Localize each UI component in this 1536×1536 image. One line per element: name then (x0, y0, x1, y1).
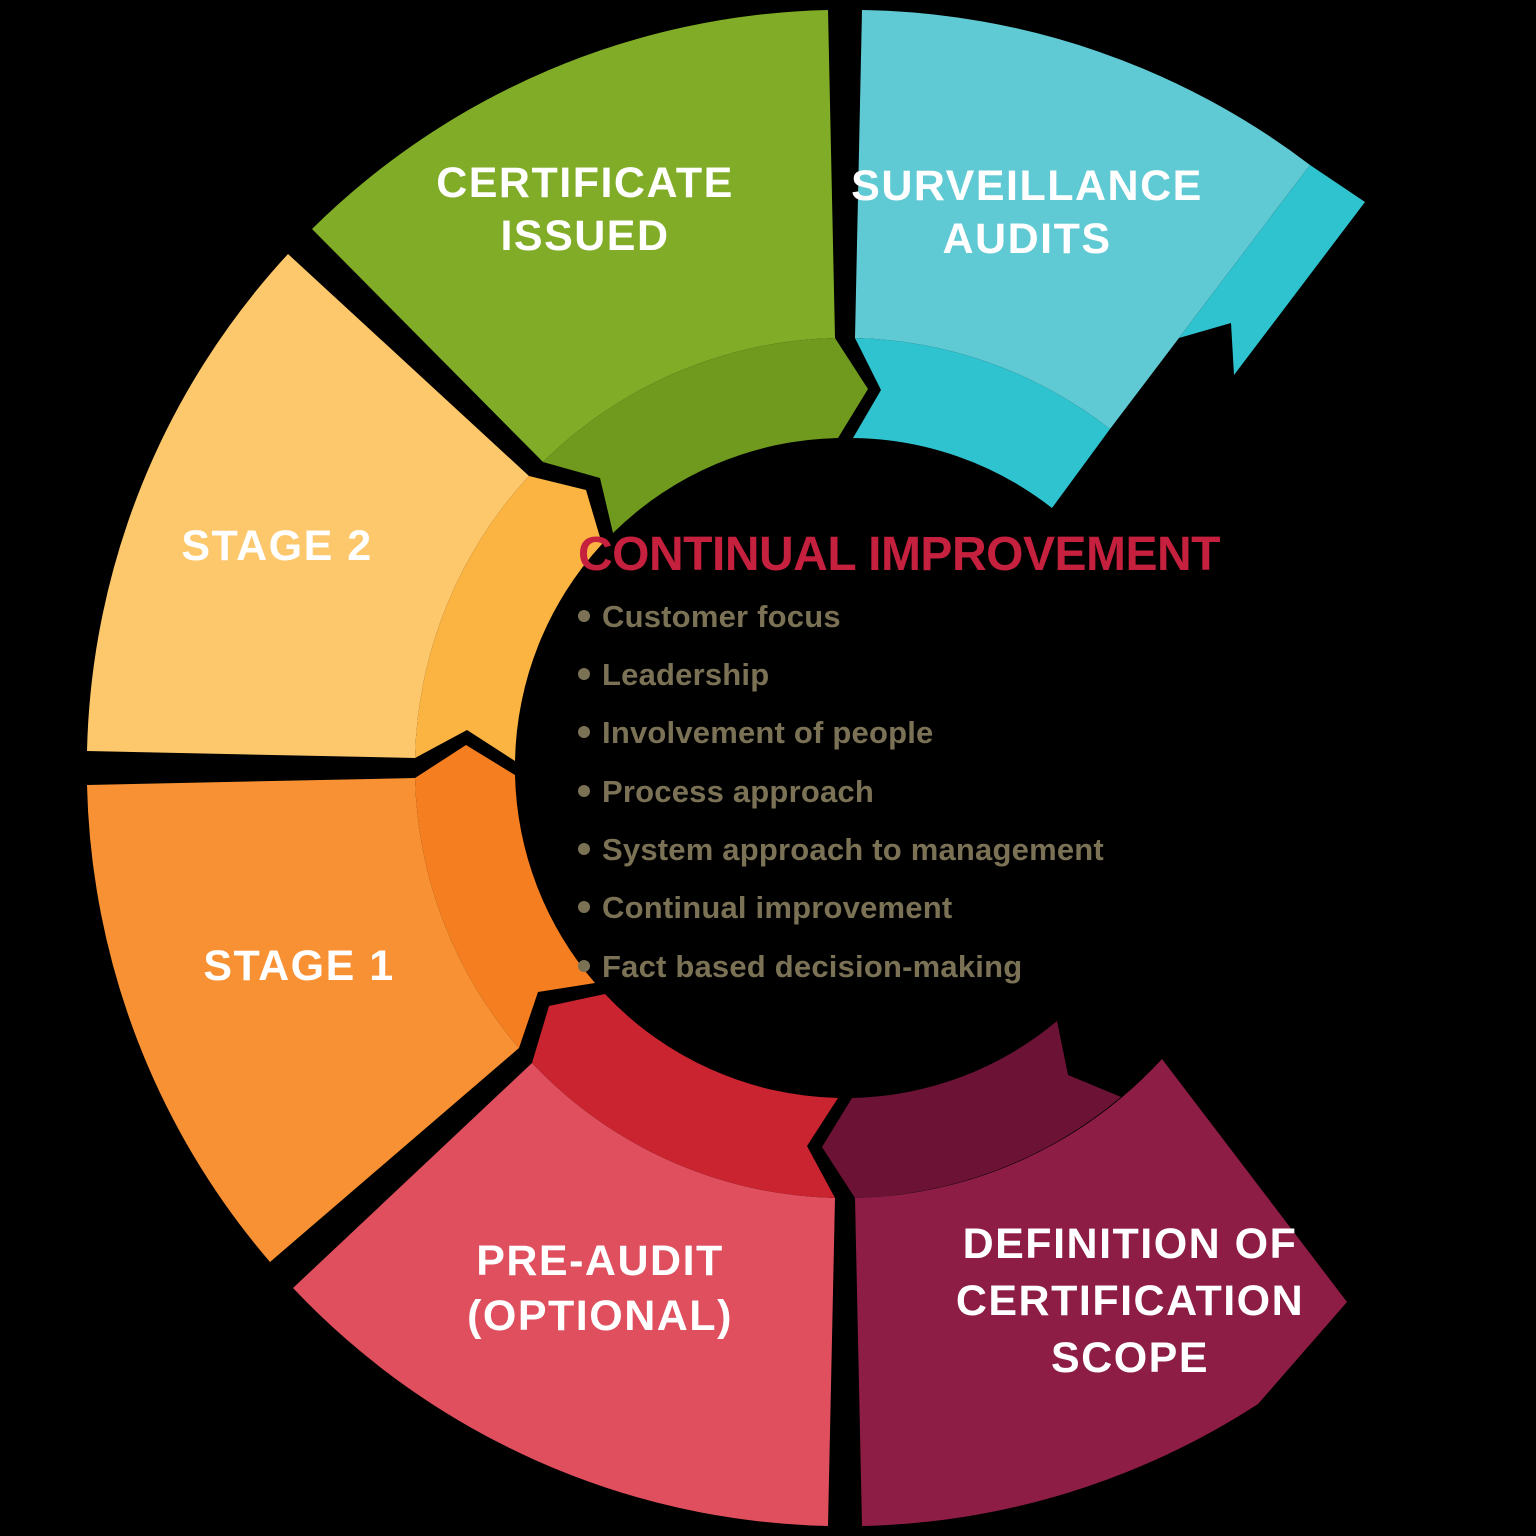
segment-surveillance-audits: SURVEILLANCE AUDITS (851, 10, 1365, 508)
bullet-dot (578, 785, 590, 797)
segment-pre-audit-label-line-1: PRE-AUDIT (476, 1237, 724, 1285)
bullet-dot (578, 901, 590, 913)
segment-definition-label-line-3: SCOPE (1051, 1334, 1209, 1382)
segment-surveillance-arrow-band (853, 338, 1110, 508)
segment-definition-label-line-1: DEFINITION OF (963, 1220, 1298, 1268)
segment-pre-audit-arrow-band (532, 994, 838, 1198)
segment-definition-of-certification-scope: DEFINITION OF CERTIFICATION SCOPE (822, 1021, 1347, 1526)
bullet-item: System approach to management (602, 832, 1104, 867)
segment-stage-1-label-line-1: STAGE 1 (203, 942, 394, 990)
bullet-item: Fact based decision-making (602, 949, 1022, 984)
segment-stage-1: STAGE 1 (87, 745, 595, 1262)
segment-certificate-body (312, 10, 835, 462)
segment-certificate-label-line-1: CERTIFICATE (436, 159, 734, 207)
segment-certificate-arrow-band (543, 338, 868, 533)
bullet-item: Continual improvement (602, 890, 952, 925)
bullet-item: Process approach (602, 774, 874, 809)
bullet-dot (578, 960, 590, 972)
bullet-dot (578, 610, 590, 622)
segment-surveillance-ribbon-arrow (1179, 165, 1365, 375)
segment-definition-arrow-band (822, 1021, 1121, 1198)
segment-surveillance-label-line-2: AUDITS (942, 215, 1111, 263)
segment-surveillance-label-line-1: SURVEILLANCE (851, 162, 1203, 210)
segment-stage-2-label-line-1: STAGE 2 (181, 522, 372, 570)
segment-certificate-label-line-2: ISSUED (500, 212, 669, 260)
bullet-dot (578, 726, 590, 738)
segment-stage-1-body (87, 778, 519, 1262)
segment-stage-1-arrow-band (415, 745, 595, 1048)
bullet-item: Involvement of people (602, 715, 933, 750)
segment-pre-audit: PRE-AUDIT (OPTIONAL) (293, 994, 838, 1526)
segment-stage-2-arrow-band (415, 476, 602, 761)
bullet-item: Leadership (602, 657, 769, 692)
bullet-item: Customer focus (602, 599, 841, 634)
bullet-dot (578, 843, 590, 855)
segment-certificate-issued: CERTIFICATE ISSUED (312, 10, 868, 533)
segment-definition-label-line-2: CERTIFICATION (956, 1277, 1304, 1325)
segment-stage-2: STAGE 2 (87, 254, 602, 761)
bullet-dot (578, 668, 590, 680)
center-title: CONTINUAL IMPROVEMENT (578, 528, 1220, 581)
segment-pre-audit-body (293, 1063, 835, 1526)
center-text-block: CONTINUAL IMPROVEMENT Customer focus Lea… (578, 528, 1221, 984)
segment-stage-2-body (87, 254, 529, 758)
segment-pre-audit-label-line-2: (OPTIONAL) (467, 1292, 733, 1340)
segment-definition-body (855, 1059, 1347, 1526)
segment-surveillance-body (855, 10, 1310, 429)
